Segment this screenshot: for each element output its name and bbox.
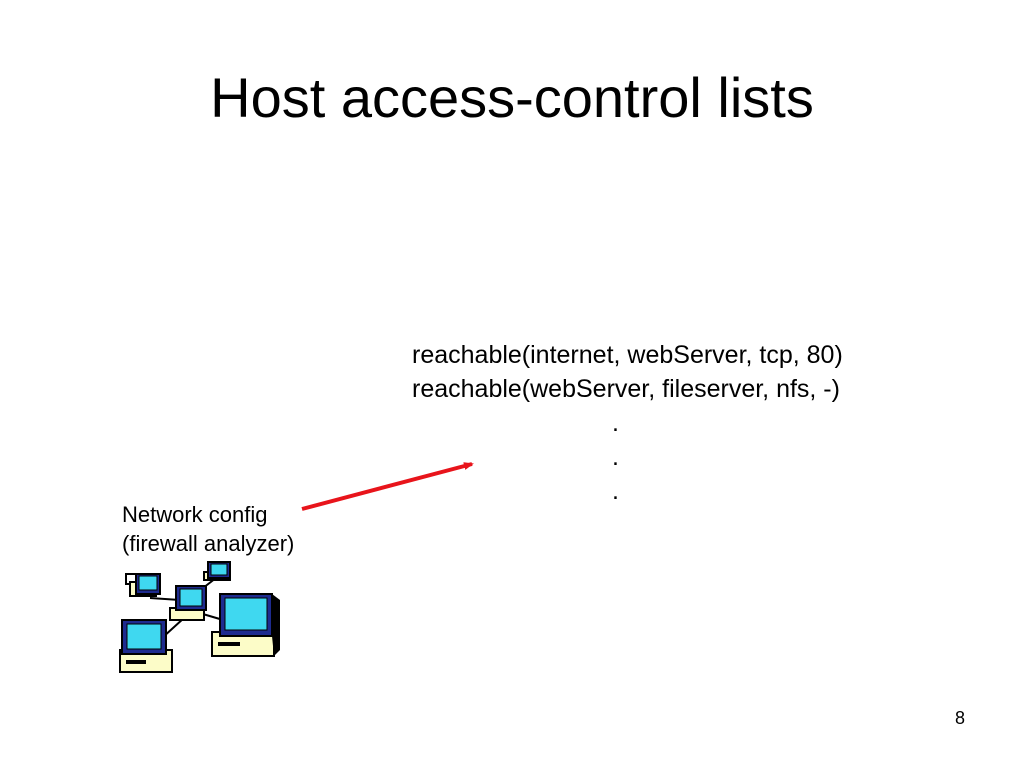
computer-icon [125, 573, 161, 597]
ellipsis-dot: . [612, 477, 619, 505]
computer-icon [169, 585, 207, 621]
slide-title: Host access-control lists [210, 66, 814, 129]
computer-icon [211, 593, 280, 657]
fact-line: reachable(webServer, fileserver, nfs, -) [412, 375, 840, 403]
ellipsis-dot: . [612, 443, 619, 471]
fact-line: reachable(internet, webServer, tcp, 80) [412, 341, 843, 369]
computer-icon [203, 561, 231, 581]
network-config-label-line2: (firewall analyzer) [122, 531, 295, 556]
computer-icon [119, 619, 173, 673]
ellipsis: . . . [612, 406, 619, 508]
network-config-label-line1: Network config [122, 502, 268, 527]
reachability-facts: reachable(internet, webServer, tcp, 80) … [412, 338, 843, 406]
ellipsis-dot: . [612, 409, 619, 437]
page-number: 8 [954, 708, 965, 728]
networked-computers-icon [119, 561, 280, 673]
network-config-label: Network config (firewall analyzer) [122, 500, 294, 558]
